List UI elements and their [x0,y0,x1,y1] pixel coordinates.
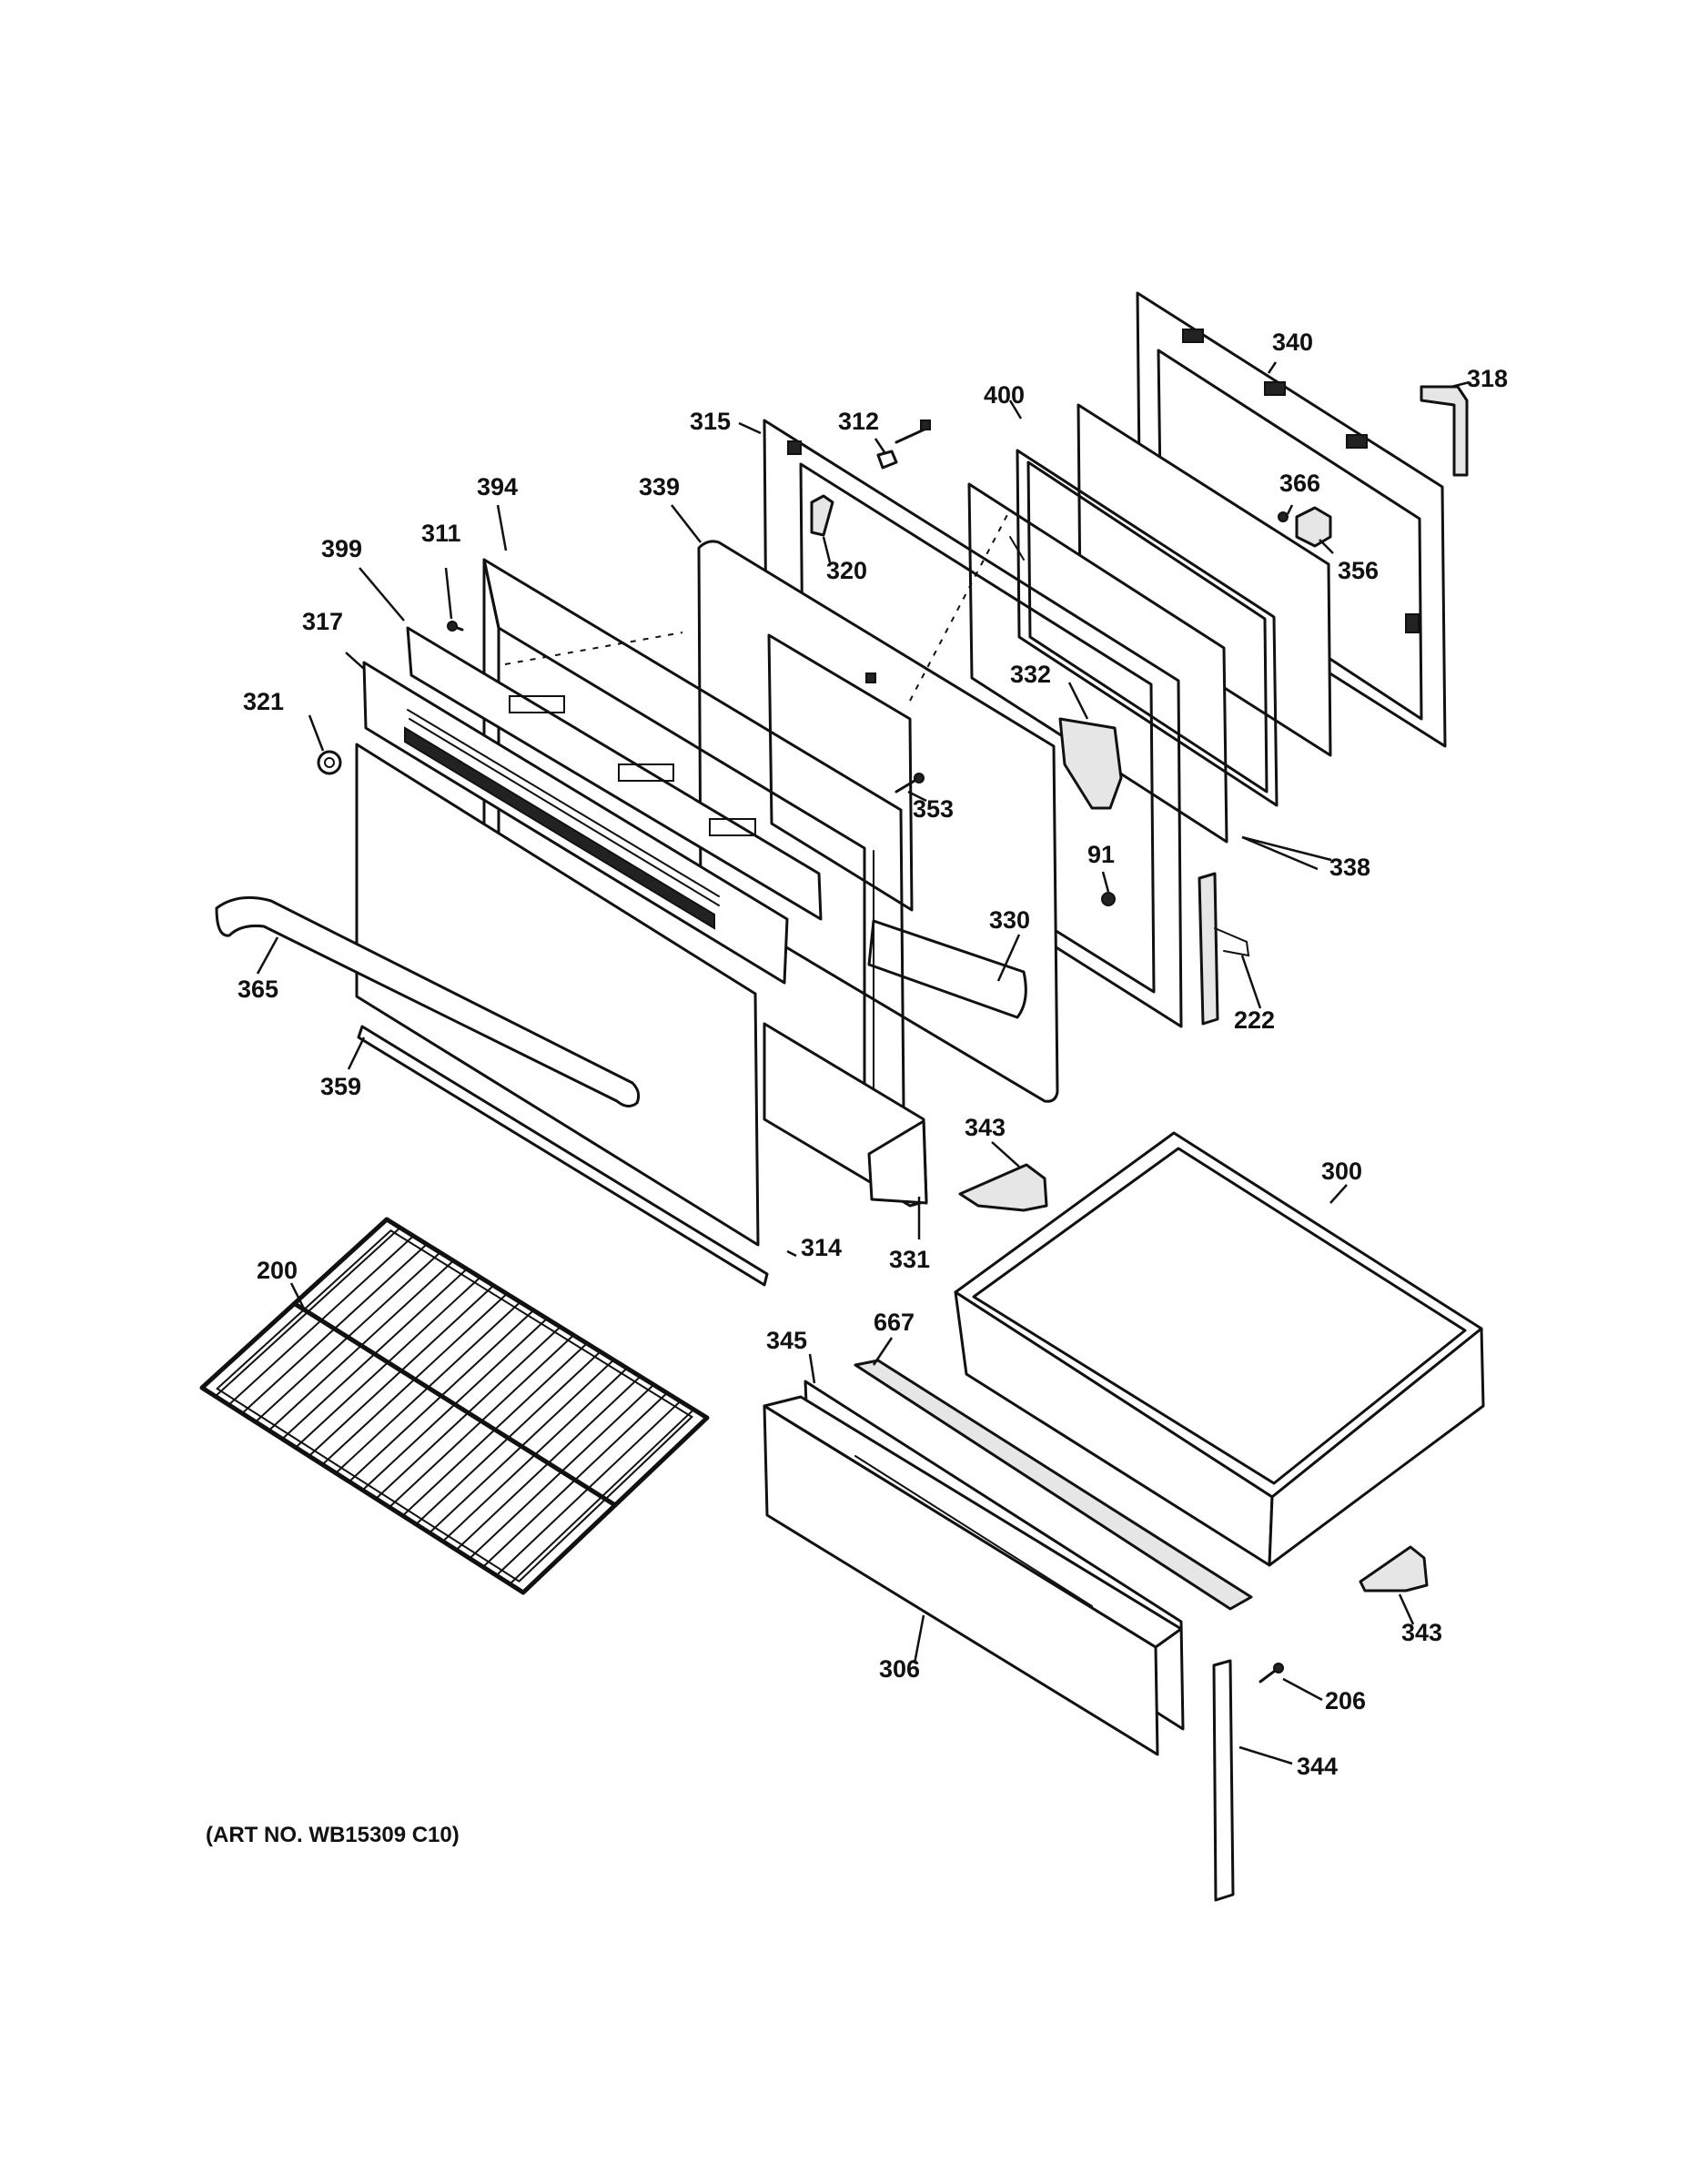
vent-trim-317 [362,661,789,985]
callout-318: 318 [1467,365,1508,392]
callout-206: 206 [1325,1687,1366,1714]
leader-lines [256,361,1471,1765]
callout-339: 339 [639,473,680,500]
hinge-receiver-332 [1058,717,1123,810]
pin-320 [810,494,834,537]
door-handle-365 [215,895,641,1107]
drawer-slide-343a [958,1163,1048,1212]
callout-399: 399 [321,535,362,562]
callout-343-upper: 343 [965,1114,1006,1141]
drawer-front-306 [763,1395,1183,1756]
callout-331: 331 [889,1246,930,1273]
vent-bracket-399 [406,626,823,921]
callout-365: 365 [238,976,278,1003]
glass-pack-400 [1016,449,1279,807]
screw-311 [447,621,464,632]
callout-394: 394 [477,473,518,500]
storage-drawer-300 [954,1131,1485,1567]
callout-343-lower: 343 [1401,1619,1442,1646]
screw-91 [1101,892,1116,906]
callout-366: 366 [1279,470,1320,497]
callout-labels: 340 318 315 312 400 394 339 366 311 399 … [238,329,1508,1780]
drawer-trim-667 [854,1359,1253,1611]
slide-bracket-344 [1212,1659,1235,1902]
callout-300: 300 [1321,1158,1362,1185]
callout-359: 359 [320,1073,361,1100]
callout-400: 400 [984,381,1025,409]
screw-312 [876,420,931,470]
callout-330: 330 [989,906,1030,934]
screw-353 [895,773,925,794]
callout-332: 332 [1010,661,1051,688]
drawer-slide-343b [1359,1545,1429,1592]
bracket-356 [1295,506,1332,548]
callout-200: 200 [257,1257,298,1284]
insulation-block-331 [763,1022,928,1208]
bottom-trim-359 [357,1025,769,1287]
callout-314: 314 [801,1234,842,1261]
callout-340: 340 [1272,329,1313,356]
screw-206 [1258,1663,1284,1684]
callout-315: 315 [690,408,731,435]
callout-222: 222 [1234,1006,1275,1034]
callout-311: 311 [421,520,461,547]
callout-321: 321 [243,688,284,715]
callout-344: 344 [1297,1753,1338,1780]
hinge-222 [1198,872,1250,1026]
callout-667: 667 [874,1309,915,1336]
gasket-318 [1420,385,1469,477]
callout-306: 306 [879,1655,920,1683]
outer-door-panel-314 [355,743,760,1247]
screw-366 [1278,511,1289,522]
callout-338: 338 [1329,854,1370,881]
insulation-330 [867,919,1027,1019]
callout-345: 345 [766,1327,807,1354]
art-number-label: (ART NO. WB15309 C10) [206,1823,460,1847]
callout-353: 353 [913,795,954,823]
callout-91: 91 [1087,841,1115,868]
callout-312: 312 [838,408,879,435]
callout-356: 356 [1338,557,1379,584]
oven-rack-200 [199,1217,710,1595]
nut-321 [317,750,342,775]
callout-317: 317 [302,608,343,635]
callout-320: 320 [826,557,867,584]
